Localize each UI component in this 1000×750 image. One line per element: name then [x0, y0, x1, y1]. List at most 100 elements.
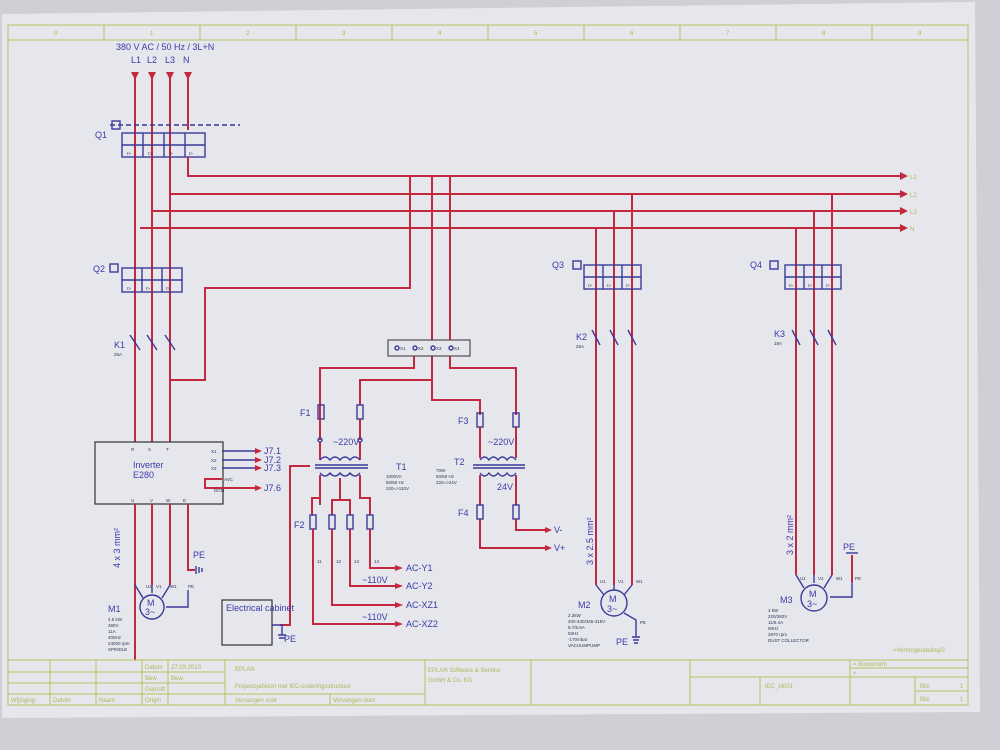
motor-spec-line: 3 kW [768, 608, 779, 613]
svg-text:R: R [131, 447, 135, 452]
svg-text:Wijziging: Wijziging [11, 698, 35, 704]
motor-spec-line: 2.2kW [568, 613, 582, 618]
svg-text:Q1: Q1 [95, 130, 107, 140]
transformer-t2[interactable]: ~220V T2 70W 50/60 Hz 220=>24V 24V [436, 427, 525, 505]
breaker-q2[interactable]: Q2 I> I> I> [93, 263, 183, 293]
svg-text:U: U [131, 498, 134, 503]
svg-text:V: V [150, 498, 153, 503]
svg-text:L3: L3 [910, 210, 917, 216]
svg-text:U1: U1 [800, 576, 806, 581]
svg-text:380 V AC / 50 Hz / 3L+N: 380 V AC / 50 Hz / 3L+N [116, 42, 214, 52]
motor-spec-line: 4.5 kW [108, 617, 123, 622]
svg-text:X2: X2 [418, 346, 424, 351]
svg-text:K1: K1 [114, 340, 125, 350]
svg-text:V1: V1 [618, 579, 624, 584]
paper [2, 2, 980, 718]
svg-text:IEC_bl001: IEC_bl001 [765, 684, 794, 690]
svg-text:3~: 3~ [607, 604, 617, 614]
motor-spec-line: 50Hz [768, 626, 779, 631]
svg-text:F1: F1 [300, 408, 311, 418]
svg-text:Electrical cabinet: Electrical cabinet [226, 603, 295, 613]
title-block: Datum 27.03.2013 Bew. Bew. Geprüft Wijzi… [7, 659, 969, 706]
motor-m2[interactable]: 3 x 2.5 mm² U1 V1 W1 PE M 3~ PE M2 2.2kW… [568, 517, 646, 648]
svg-text:Bld.: Bld. [920, 684, 931, 690]
svg-text:S: S [148, 447, 151, 452]
motor-spec-line: 220/380V [768, 614, 787, 619]
svg-text:PE: PE [855, 576, 861, 581]
inverter-box[interactable]: Inverter E280 R S T U V W E X1 X2 X3 AVC… [94, 441, 234, 505]
svg-text:GmbH & Co. KG: GmbH & Co. KG [428, 678, 473, 684]
column-number: 0 [54, 31, 58, 37]
column-number: 9 [918, 31, 922, 37]
svg-text:N: N [910, 227, 914, 233]
svg-text:Q4: Q4 [750, 260, 762, 270]
m3-feed [795, 194, 833, 575]
m1-cable: 4 x 3 mm² PE U1 V1 W1 PE [112, 504, 205, 589]
svg-text:PE: PE [843, 542, 855, 552]
svg-text:N: N [183, 55, 190, 65]
svg-text:J7.2: J7.2 [264, 455, 281, 465]
svg-text:50/60 Hz: 50/60 Hz [386, 480, 405, 485]
transformer-t1[interactable]: T1 1000VA 50/60 Hz 220=>110V [315, 456, 409, 491]
svg-text:L3: L3 [165, 55, 175, 65]
motor-spec-line: 200-240/346-415V [568, 619, 605, 624]
column-number: 2 [246, 31, 250, 37]
svg-text:25A: 25A [576, 344, 584, 349]
svg-text:M2: M2 [578, 600, 591, 610]
svg-text:L1: L1 [910, 175, 917, 181]
svg-text:T2: T2 [454, 457, 465, 467]
motor-spec-line: 380V [108, 623, 119, 628]
svg-text:EPLAN Software & Service: EPLAN Software & Service [428, 668, 501, 674]
contactor-k1[interactable]: K1 25A [114, 334, 176, 357]
svg-text:220=>110V: 220=>110V [386, 486, 409, 491]
supply-label: 380 V AC / 50 Hz / 3L+N [116, 42, 214, 52]
svg-text:1: 1 [960, 684, 964, 690]
terminal-strip-x: X1 X2 X3 X4 [387, 339, 471, 357]
svg-text:K2: K2 [576, 332, 587, 342]
electrical-cabinet[interactable]: Electrical cabinet PE [221, 599, 296, 646]
svg-text:K3: K3 [774, 329, 785, 339]
breaker-q4[interactable]: Q4 I> I> I> [750, 260, 842, 290]
svg-text:X2: X2 [211, 458, 217, 463]
svg-text:I>: I> [169, 151, 173, 156]
motor-spec-line: 24000 rpm [108, 641, 130, 646]
svg-text:I>: I> [826, 283, 830, 288]
svg-text:PE: PE [193, 550, 205, 560]
contactor-k2[interactable]: K2 25A [576, 329, 637, 349]
motor-m3[interactable]: 3 x 2 mm² U1 V1 W1 PE PE M 3~ M3 3 kW220… [768, 515, 861, 643]
svg-text:+: + [853, 671, 857, 677]
svg-text:I>: I> [588, 283, 592, 288]
svg-text:~220V: ~220V [488, 437, 514, 447]
svg-text:Bew.: Bew. [171, 676, 184, 682]
column-number: 5 [534, 31, 538, 37]
svg-text:X1: X1 [211, 449, 217, 454]
svg-text:X4: X4 [454, 346, 460, 351]
continuation-ref[interactable]: =Vermogendeling/2 [893, 648, 946, 654]
phase-labels: L1 L2 L3 N [131, 55, 190, 65]
svg-text:I>: I> [789, 283, 793, 288]
svg-text:AC-Y2: AC-Y2 [406, 581, 433, 591]
svg-text:E: E [183, 498, 186, 503]
breaker-q1[interactable]: Q1 I> I> I> I> [95, 120, 240, 158]
svg-text:U1: U1 [146, 584, 152, 589]
svg-text:I>: I> [808, 283, 812, 288]
svg-text:Origin: Origin [145, 698, 161, 704]
column-number: 4 [438, 31, 442, 37]
svg-text:I>: I> [166, 286, 170, 291]
svg-text:11: 11 [317, 559, 322, 564]
m2-feed [595, 194, 633, 585]
breaker-q3[interactable]: Q3 I> I> I> [552, 260, 642, 290]
contactor-k3[interactable]: K3 18A [774, 329, 837, 346]
svg-text:I>: I> [626, 283, 630, 288]
svg-text:I>: I> [127, 286, 131, 291]
svg-text:M: M [147, 598, 155, 608]
svg-text:F4: F4 [458, 508, 469, 518]
motor-spec-line: 50Hz [568, 631, 579, 636]
svg-text:EPLAN: EPLAN [235, 667, 255, 673]
svg-text:J7.3: J7.3 [264, 463, 281, 473]
motor-spec-line: 9.7/5.6A [568, 625, 585, 630]
motor-spec-line: VACUUMPUMP [568, 643, 600, 648]
